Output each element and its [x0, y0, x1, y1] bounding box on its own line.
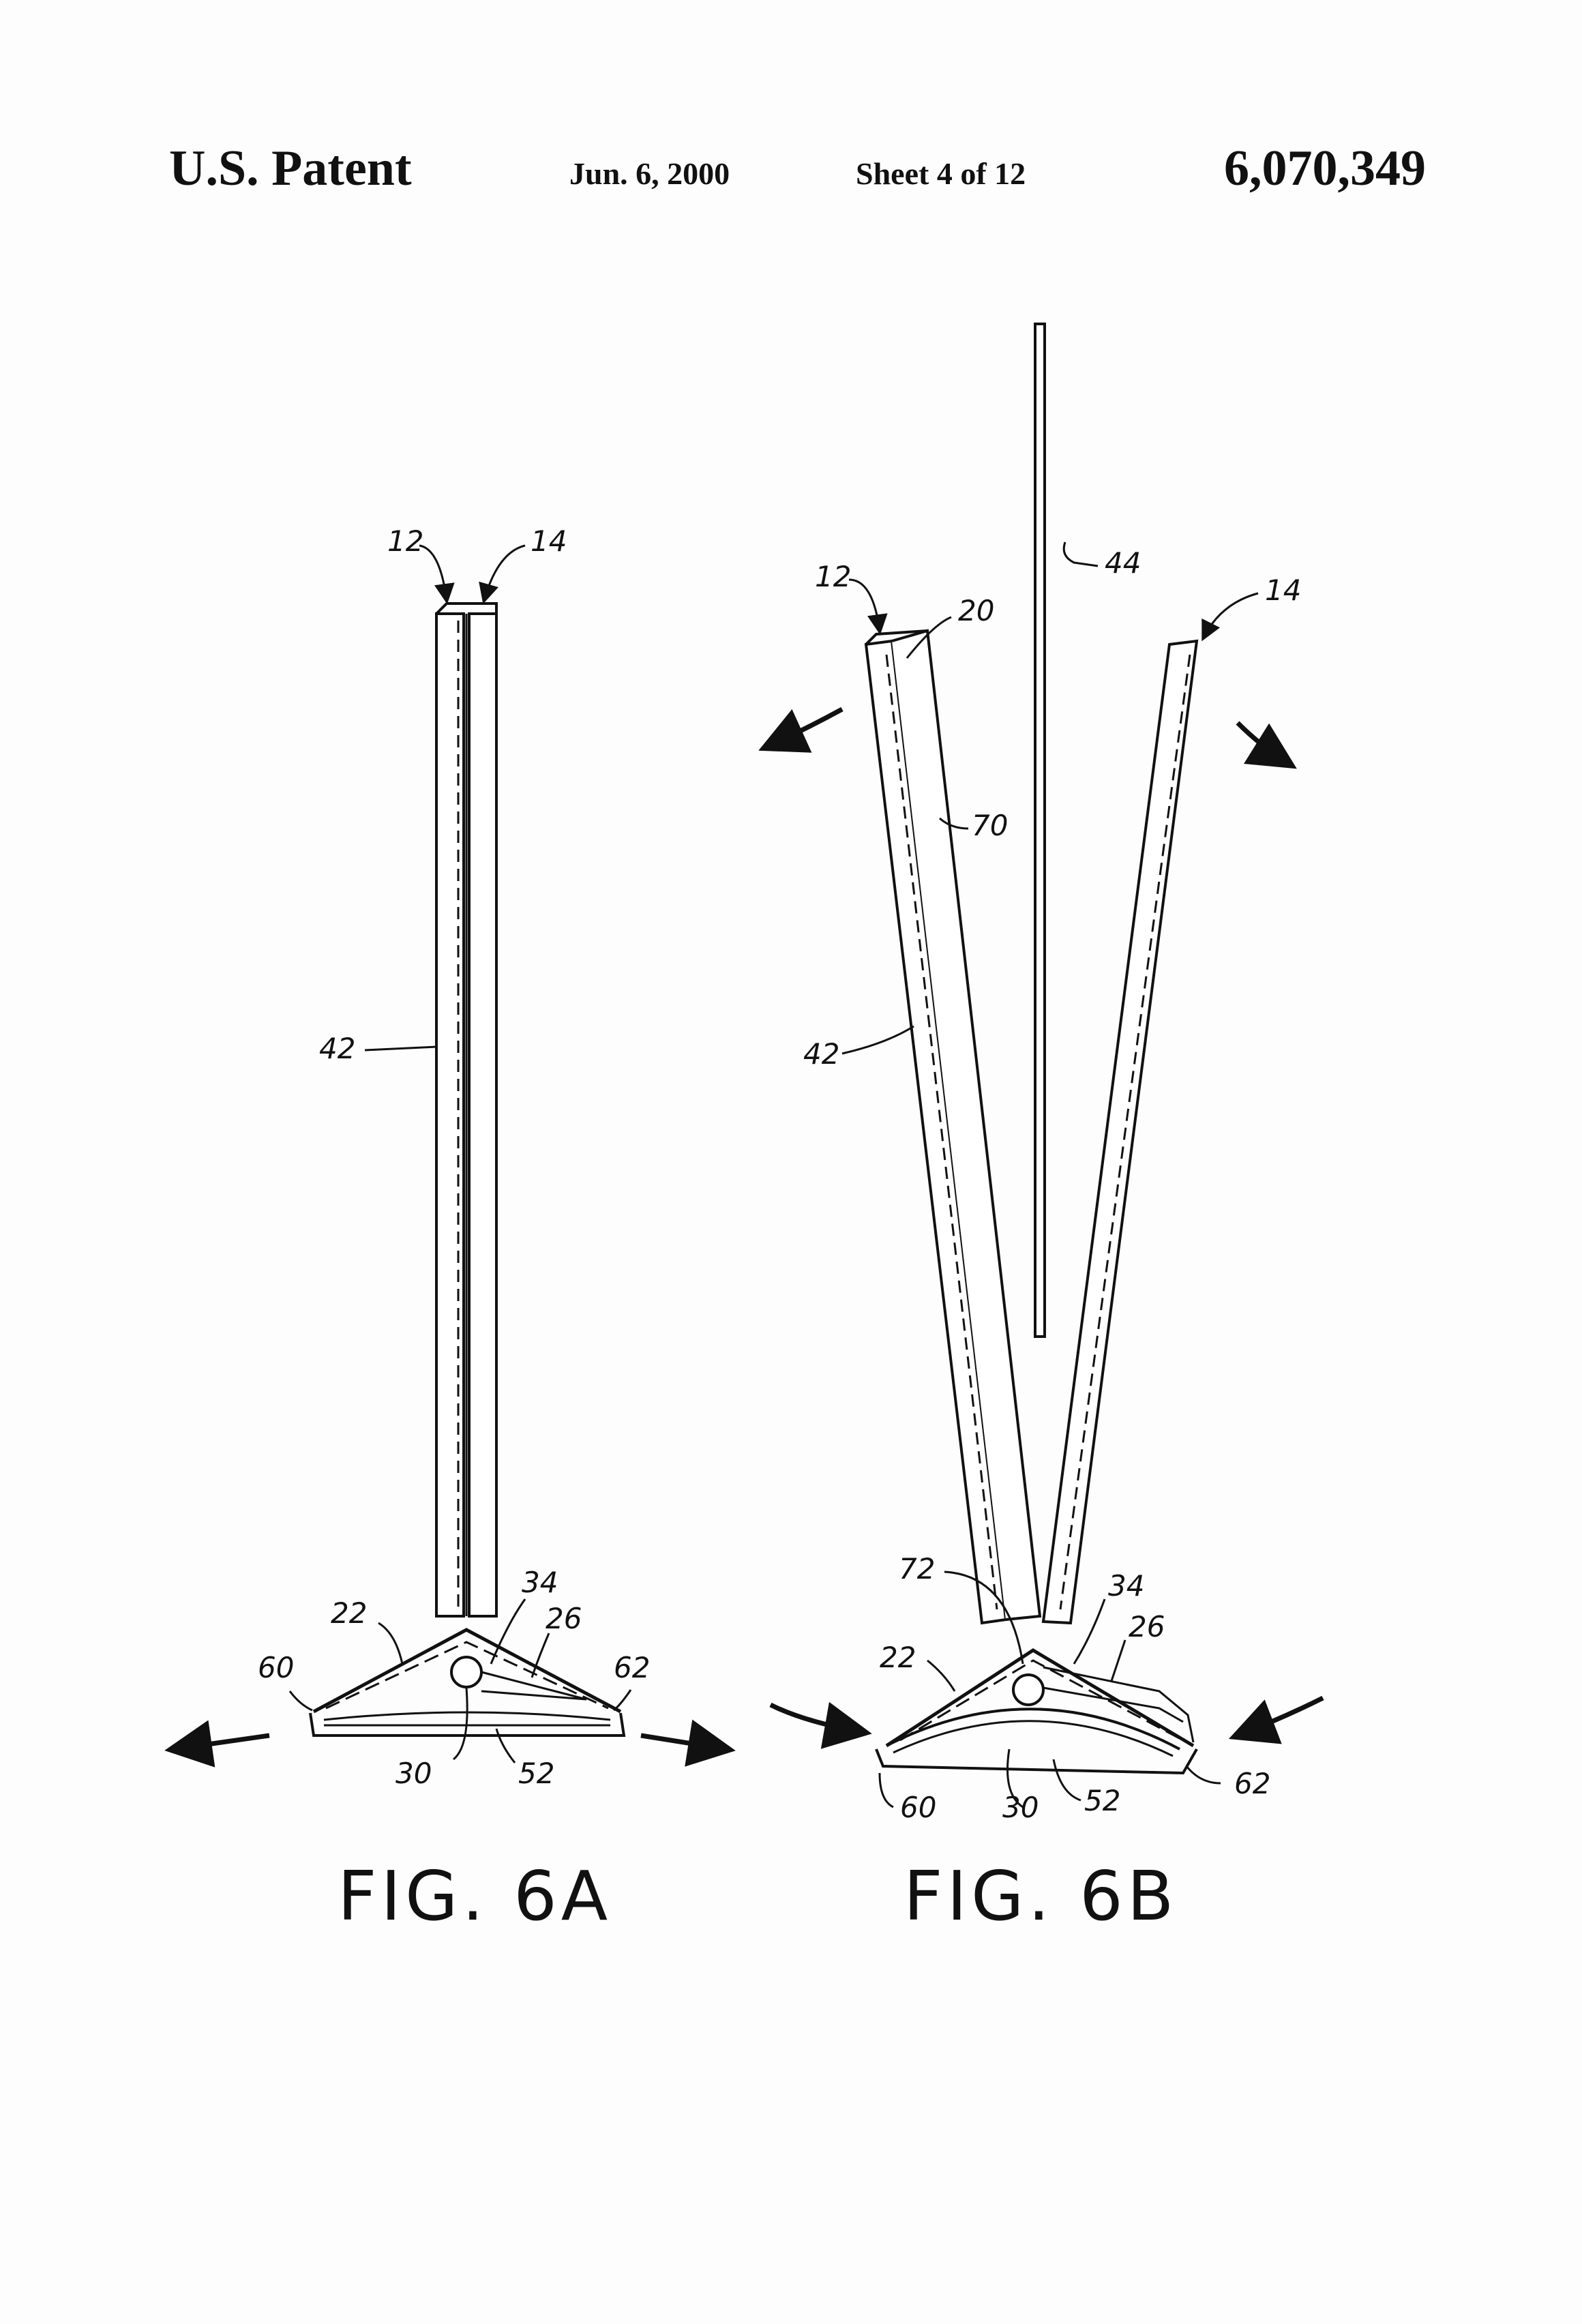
ref-44-6b: 44 — [1105, 546, 1141, 580]
ref-30-6a: 30 — [395, 1757, 432, 1790]
header-sheet: Sheet 4 of 12 — [856, 156, 1026, 191]
ref-60-6a: 60 — [258, 1651, 294, 1684]
ref-22-6a: 22 — [331, 1596, 367, 1630]
arrow-in-right-6b — [1228, 1695, 1324, 1744]
base-6b — [875, 1648, 1198, 1775]
header-patent-number: 6,070,349 — [1224, 140, 1426, 196]
ref-42-6a: 42 — [319, 1032, 355, 1065]
ref-62-6a: 62 — [614, 1651, 650, 1684]
member-12-6b — [864, 629, 1042, 1625]
ref-34-6a: 34 — [522, 1566, 558, 1599]
caption-fig-6b: FIG. 6B — [904, 1856, 1178, 1936]
ref-72-6b: 72 — [899, 1552, 935, 1585]
ref-26-6b: 26 — [1129, 1610, 1165, 1643]
post-members-12-14 — [435, 602, 498, 1618]
ref-12-6a: 12 — [387, 524, 423, 558]
ref-30-6b: 30 — [1002, 1791, 1039, 1824]
ref-14-6b: 14 — [1265, 573, 1301, 607]
caption-fig-6a: FIG. 6A — [338, 1856, 612, 1936]
splint-44 — [1034, 323, 1046, 1338]
header-date: Jun. 6, 2000 — [569, 156, 730, 191]
ref-26-6a: 26 — [546, 1602, 582, 1635]
ref-12-6b: 12 — [815, 560, 851, 593]
arrow-left-6a — [164, 1720, 270, 1768]
ref-52-6a: 52 — [518, 1757, 554, 1790]
figure-6a — [164, 544, 736, 1768]
figure-6a-refs: 12 14 42 22 34 26 60 62 30 52 FIG. 6A — [258, 524, 650, 1936]
arrow-right-6a — [640, 1719, 736, 1767]
ref-22-6b: 22 — [880, 1641, 916, 1674]
base-6a — [309, 1628, 626, 1737]
ref-34-6b: 34 — [1108, 1569, 1144, 1603]
ref-42-6b: 42 — [803, 1037, 839, 1071]
figure-6b — [758, 323, 1324, 1808]
ref-70-6b: 70 — [972, 809, 1008, 842]
arrow-in-left-6b — [769, 1701, 872, 1749]
arrow-left-6b — [758, 706, 844, 753]
header-us-patent: U.S. Patent — [169, 140, 412, 196]
ref-62-6b: 62 — [1234, 1767, 1270, 1800]
ref-14-6a: 14 — [531, 524, 567, 558]
member-14-6b — [1041, 639, 1199, 1625]
ref-20-6b: 20 — [958, 594, 994, 627]
figure-6b-refs: 44 12 20 14 70 42 72 34 26 22 60 30 52 6… — [803, 546, 1301, 1936]
arrow-right-6b — [1236, 721, 1297, 769]
ref-60-6b: 60 — [900, 1791, 936, 1824]
ref-52-6b: 52 — [1084, 1784, 1120, 1817]
